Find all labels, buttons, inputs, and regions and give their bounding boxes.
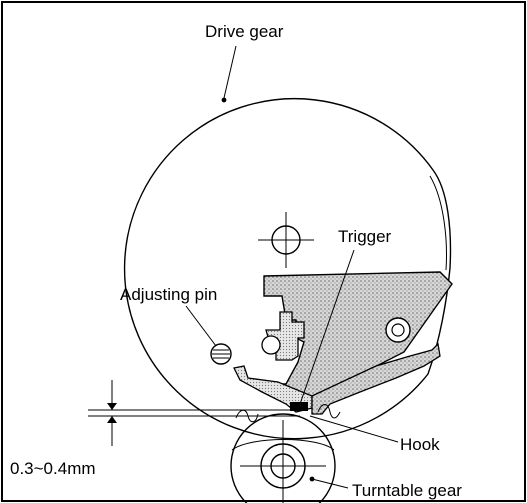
drive-gear-outline [123, 97, 452, 440]
adjusting-pin [210, 343, 232, 365]
clearance-label: 0.3~0.4mm [10, 459, 96, 478]
trigger-foot [290, 402, 308, 411]
trigger-plate [263, 271, 453, 401]
leader-turntable-gear [311, 478, 349, 489]
leader-hook [309, 415, 399, 443]
turntable-gear [230, 413, 336, 503]
trigger-cam [265, 311, 305, 361]
cam-roller [261, 335, 281, 355]
leader-adjusting-pin [185, 305, 217, 347]
adjusting-pin-label: Adjusting pin [120, 285, 217, 304]
spring-right [317, 404, 341, 419]
trigger-label: Trigger [338, 227, 392, 246]
leader-drive-gear [223, 45, 237, 99]
plate-pivot [385, 317, 411, 343]
leader-trigger [299, 249, 355, 405]
clearance-marks [88, 380, 300, 446]
hook-body [311, 342, 441, 415]
turntable-gear-label: Turntable gear [352, 481, 462, 500]
hook-label: Hook [400, 435, 440, 454]
drive-gear-center-mark [258, 212, 314, 268]
drive-gear-rim [429, 175, 447, 271]
drive-gear-label: Drive gear [205, 22, 284, 41]
